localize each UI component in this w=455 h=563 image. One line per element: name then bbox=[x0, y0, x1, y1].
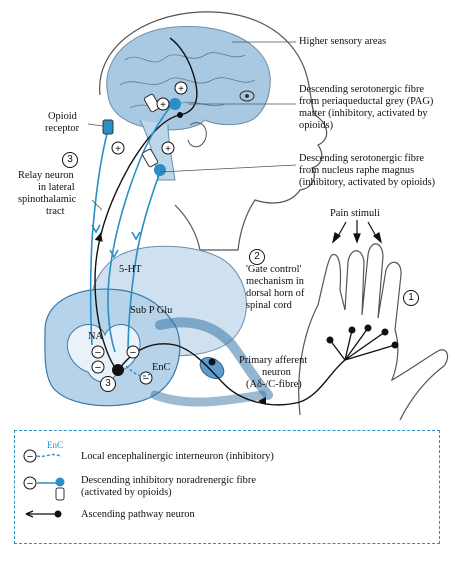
label-relay-3: spinothalamic bbox=[18, 194, 77, 205]
number-3-cord: 3 bbox=[100, 376, 116, 392]
hand-outline bbox=[298, 243, 449, 421]
label-afferent-1: Primary afferent bbox=[239, 355, 308, 366]
afferent-terminals bbox=[329, 327, 396, 361]
legend-enc-symbol: EnC bbox=[47, 440, 64, 450]
eye bbox=[239, 90, 255, 102]
label-gate-4: spinal cord bbox=[246, 300, 292, 311]
number-3-top: 3 bbox=[62, 152, 78, 168]
head-outline bbox=[99, 11, 328, 251]
label-na: NA bbox=[88, 331, 104, 342]
label-pag-3: matter (inhibitory, activated by bbox=[299, 108, 428, 119]
label-pag-1: Descending serotonergic fibre bbox=[299, 84, 425, 95]
label-relay-4: tract bbox=[46, 206, 65, 217]
label-afferent-2: neuron bbox=[262, 367, 291, 378]
descending-serotonergic-nrm bbox=[127, 171, 161, 356]
excitatory-markers bbox=[111, 81, 188, 155]
label-afferent-3: (Aδ-/C-fibre) bbox=[246, 379, 302, 390]
label-nrm-2: from nucleus raphe magnus bbox=[299, 165, 415, 176]
legend-icons: − − bbox=[23, 449, 65, 518]
label-gate-3: dorsal horn of bbox=[246, 288, 305, 299]
plus-3: + bbox=[115, 144, 121, 155]
plus-2: + bbox=[178, 84, 184, 95]
number-1: 1 bbox=[403, 290, 419, 306]
label-pag-4: opioids) bbox=[299, 120, 334, 131]
pain-arrows bbox=[332, 220, 382, 244]
label-opioid-1: Opioid bbox=[48, 111, 77, 122]
number-2: 2 bbox=[249, 249, 265, 265]
label-pag-2: from periaqueductal grey (PAG) bbox=[299, 96, 434, 107]
label-enc: EnC bbox=[152, 362, 171, 373]
primary-afferent-neuron bbox=[119, 343, 346, 406]
relay-neuron-body bbox=[112, 364, 124, 376]
svg-text:−: − bbox=[27, 451, 33, 463]
label-relay-1: Relay neuron bbox=[18, 170, 74, 181]
label-subp-glu: Sub P Glu bbox=[130, 305, 173, 316]
label-higher-sensory: Higher sensory areas bbox=[299, 36, 387, 47]
svg-text:−: − bbox=[95, 362, 101, 374]
dorsal-root-ganglion bbox=[199, 357, 225, 379]
label-nrm-1: Descending serotonergic fibre bbox=[299, 153, 425, 164]
ear bbox=[187, 122, 207, 148]
dorsal-root bbox=[155, 317, 273, 400]
opioid-receptors bbox=[102, 93, 181, 176]
label-opioid-2: receptor bbox=[45, 123, 80, 134]
plus-4: + bbox=[165, 144, 171, 155]
label-gate-1: 'Gate control' bbox=[246, 264, 302, 275]
svg-text:−: − bbox=[130, 347, 136, 359]
legend-local-enc: Local encephalinergic interneuron (inhib… bbox=[81, 451, 274, 462]
descending-serotonergic-pag bbox=[107, 99, 176, 353]
legend-descending-1: Descending inhibitory noradrenergic fibr… bbox=[81, 475, 256, 486]
label-nrm-3: (inhibitory, activated by opioids) bbox=[299, 177, 436, 188]
plus-1: + bbox=[160, 100, 166, 111]
svg-text:−: − bbox=[143, 373, 149, 385]
svg-text:−: − bbox=[27, 478, 33, 490]
legend-box: EnC Local encephalinergic interneuron (i… bbox=[14, 430, 440, 544]
legend-descending-2: (activated by opioids) bbox=[81, 487, 172, 498]
label-5ht: 5-HT bbox=[119, 264, 142, 275]
label-pain-stimuli: Pain stimuli bbox=[330, 208, 380, 219]
svg-text:−: − bbox=[95, 347, 101, 359]
descending-noradrenergic bbox=[89, 129, 109, 346]
label-gate-2: mechanism in bbox=[246, 276, 305, 287]
encephalinergic-interneuron bbox=[125, 365, 153, 377]
label-relay-2: in lateral bbox=[38, 182, 75, 193]
legend-ascending: Ascending pathway neuron bbox=[81, 509, 195, 520]
ascending-pathway bbox=[94, 37, 198, 373]
